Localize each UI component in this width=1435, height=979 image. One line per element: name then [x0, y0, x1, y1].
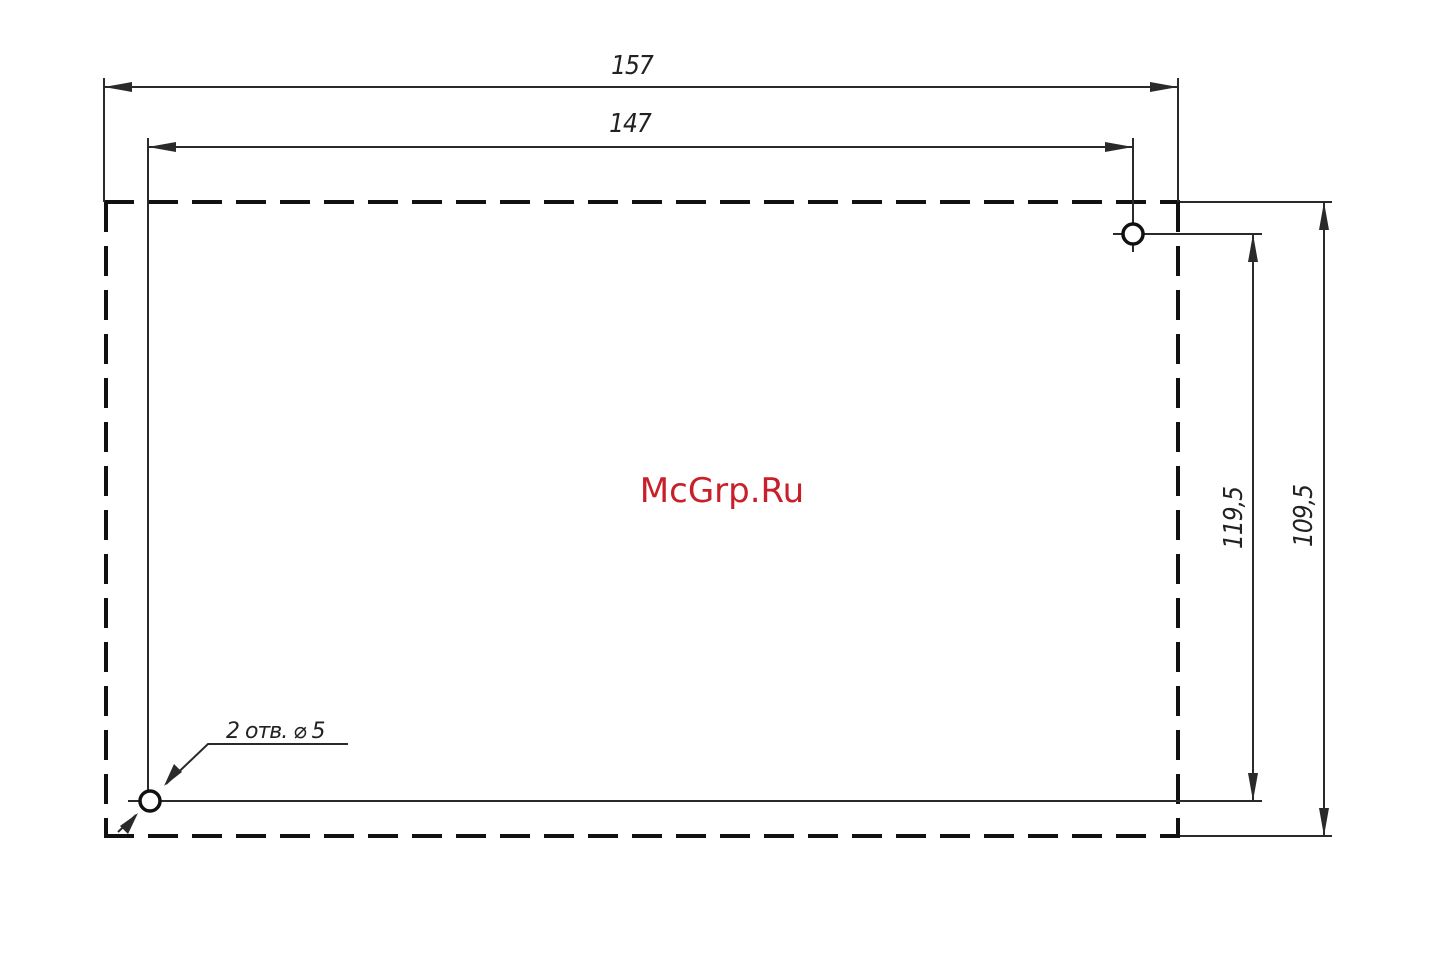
hole-note-label: 2 отв. ⌀ 5 [226, 719, 324, 744]
dimension-hole-spacing-vertical: 119,5 [1219, 234, 1258, 801]
hole-note-leader: 2 отв. ⌀ 5 [118, 719, 348, 834]
hole-spacing-horizontal-label: 147 [609, 109, 652, 139]
dimension-hole-spacing-horizontal: 147 [148, 109, 1133, 152]
overall-width-label: 157 [611, 51, 654, 81]
hole-spacing-vertical-label: 119,5 [1219, 487, 1249, 549]
mounting-hole-bottom-left [128, 791, 168, 811]
mounting-hole-top-right [1113, 224, 1153, 244]
watermark: McGrp.Ru [640, 471, 804, 511]
dimension-overall-width: 157 [104, 51, 1178, 92]
overall-height-label: 109,5 [1289, 485, 1319, 547]
dimension-overall-height: 109,5 [1289, 202, 1329, 836]
